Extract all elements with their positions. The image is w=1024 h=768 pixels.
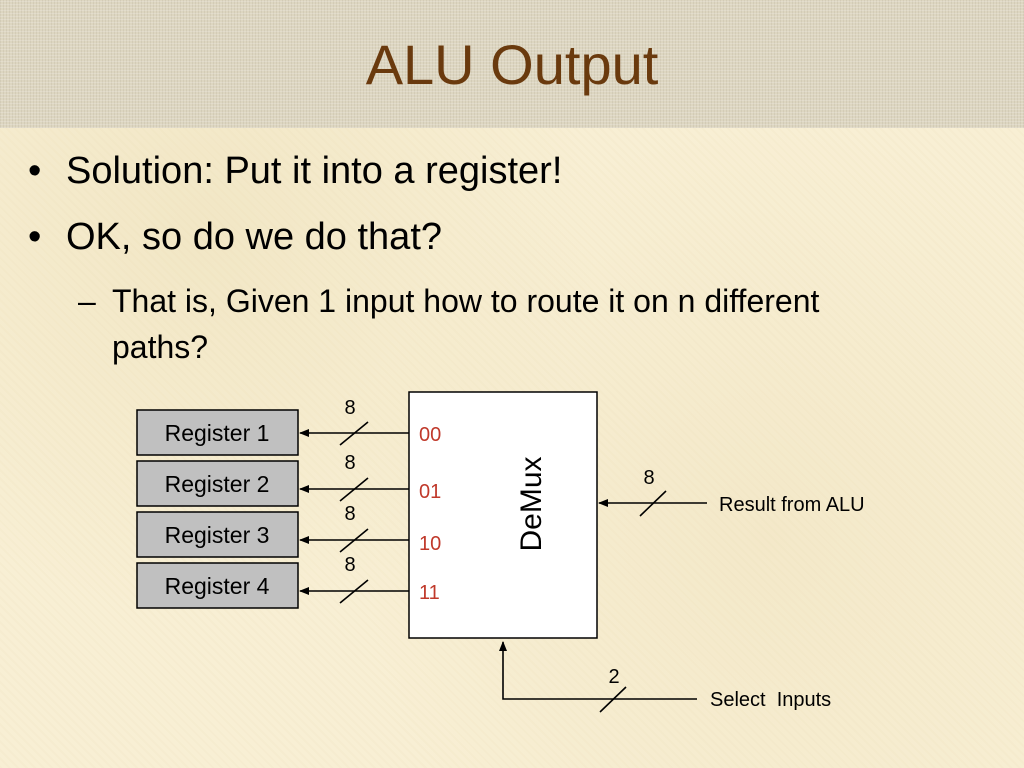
sub-bullet-text: That is, Given 1 input how to route it o… [112, 283, 820, 365]
register-2-label: Register 2 [165, 471, 270, 497]
slide-title: ALU Output [365, 33, 659, 96]
register-2-box: Register 2 [136, 460, 299, 507]
register-1-label: Register 1 [165, 420, 270, 446]
bullet-list: • Solution: Put it into a register! • OK… [28, 146, 988, 370]
port-11-label: 11 [419, 582, 440, 604]
alu-input-width-label: 8 [643, 467, 654, 489]
bus-slash-1 [339, 421, 369, 446]
bus-slash-2 [339, 477, 369, 502]
title-bar [0, 0, 1024, 128]
port-00-label: 00 [419, 424, 441, 446]
register-3-label: Register 3 [165, 522, 270, 548]
select-input-line [499, 641, 697, 700]
register-3-box: Register 3 [136, 511, 299, 558]
bus-width-label-2: 8 [344, 452, 355, 474]
bullet-item: • Solution: Put it into a register! [28, 146, 988, 196]
bullet-marker: • [28, 216, 42, 258]
sub-bullet-marker: – [78, 283, 96, 319]
select-inputs-label: Select Inputs [710, 689, 831, 711]
register-4-box: Register 4 [136, 562, 299, 609]
port-10-label: 10 [419, 533, 441, 555]
bullet-item: • OK, so do we do that? [28, 212, 988, 262]
bullet-marker: • [28, 150, 42, 192]
select-input-slash [599, 686, 627, 713]
sub-bullet-item: – That is, Given 1 input how to route it… [78, 278, 872, 370]
bus-width-label-4: 8 [344, 554, 355, 576]
alu-input-label: Result from ALU [719, 494, 865, 516]
port-01-label: 01 [419, 481, 441, 503]
bus-width-label-3: 8 [344, 503, 355, 525]
bus-width-label-1: 8 [344, 397, 355, 419]
bullet-text: Solution: Put it into a register! [66, 150, 563, 192]
select-width-label: 2 [608, 666, 619, 688]
demux-label: DeMux [515, 456, 548, 551]
bullet-text: OK, so do we do that? [66, 216, 443, 258]
register-1-box: Register 1 [136, 409, 299, 456]
alu-input-slash [639, 490, 667, 517]
bus-slash-4 [339, 579, 369, 604]
bus-slash-3 [339, 528, 369, 553]
register-4-label: Register 4 [165, 573, 270, 599]
demux-box [408, 391, 598, 639]
